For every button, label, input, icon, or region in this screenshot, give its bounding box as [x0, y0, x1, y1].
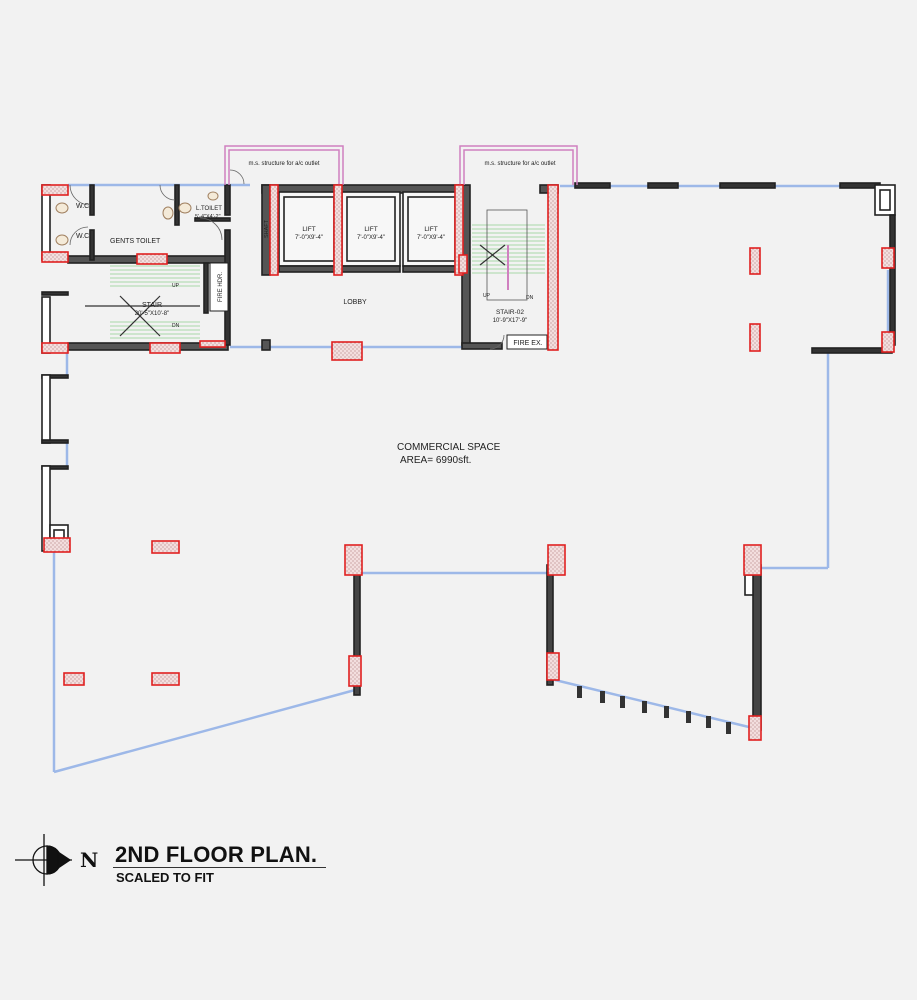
ms-structures [224, 145, 578, 185]
north-label: N [80, 848, 99, 872]
title-underline [113, 867, 326, 868]
columns [41, 184, 895, 741]
lift-1-size: 7'-0"X9'-4" [295, 235, 323, 241]
doors [69, 169, 505, 350]
lift-2-size: 7'-0"X9'-4" [357, 235, 385, 241]
mullions [577, 686, 731, 734]
stair-1-dn: DN [172, 323, 180, 329]
room-labels: m.s. structure for a/c outlet m.s. struc… [76, 161, 556, 466]
wc-label-1: W.C. [76, 203, 91, 210]
ms-structure-label-2: m.s. structure for a/c outlet [484, 161, 555, 167]
lift-1-label: LIFT [302, 226, 315, 233]
stair-2-size: 10'-9"X17'-9" [493, 318, 528, 324]
stair-1-size: 20'-5"X10'-8" [135, 311, 170, 317]
commercial-space-label: COMMERCIAL SPACE [397, 442, 501, 453]
stair-1-handrail [85, 295, 200, 337]
toilet-fixtures [55, 191, 219, 246]
fire-hdr-label: FIRE HDR. [218, 272, 224, 302]
lift-3-label: LIFT [424, 226, 437, 233]
stair-2-label: STAIR-02 [496, 309, 524, 316]
ladies-toilet-label: L.TOILET [196, 206, 222, 212]
stair-2-dn: DN [526, 295, 534, 301]
shaft-label: SHAFT [264, 219, 270, 238]
lift-2-label: LIFT [364, 226, 377, 233]
ms-structure-label-1: m.s. structure for a/c outlet [248, 161, 319, 167]
gents-toilet-label: GENTS TOILET [110, 238, 161, 245]
area-label: AREA= 6990sft. [400, 455, 471, 466]
stair-1-label: STAIR [142, 302, 162, 309]
ladies-toilet-size: 5'-4"X4'-2" [195, 214, 221, 220]
scale-note: SCALED TO FIT [116, 870, 214, 885]
lift-3-size: 7'-0"X9'-4" [417, 235, 445, 241]
drawing-title: 2ND FLOOR PLAN. [115, 842, 318, 867]
fire-ex-label: FIRE EX. [513, 340, 542, 347]
lobby-label: LOBBY [343, 299, 367, 306]
stair-1-treads [110, 265, 200, 339]
stair-2-handrail [479, 209, 528, 301]
wc-label-2: W.C. [76, 233, 91, 240]
stair-1-up: UP [172, 283, 180, 289]
north-arrow-icon [15, 834, 72, 886]
stair-2-up: UP [483, 293, 491, 299]
